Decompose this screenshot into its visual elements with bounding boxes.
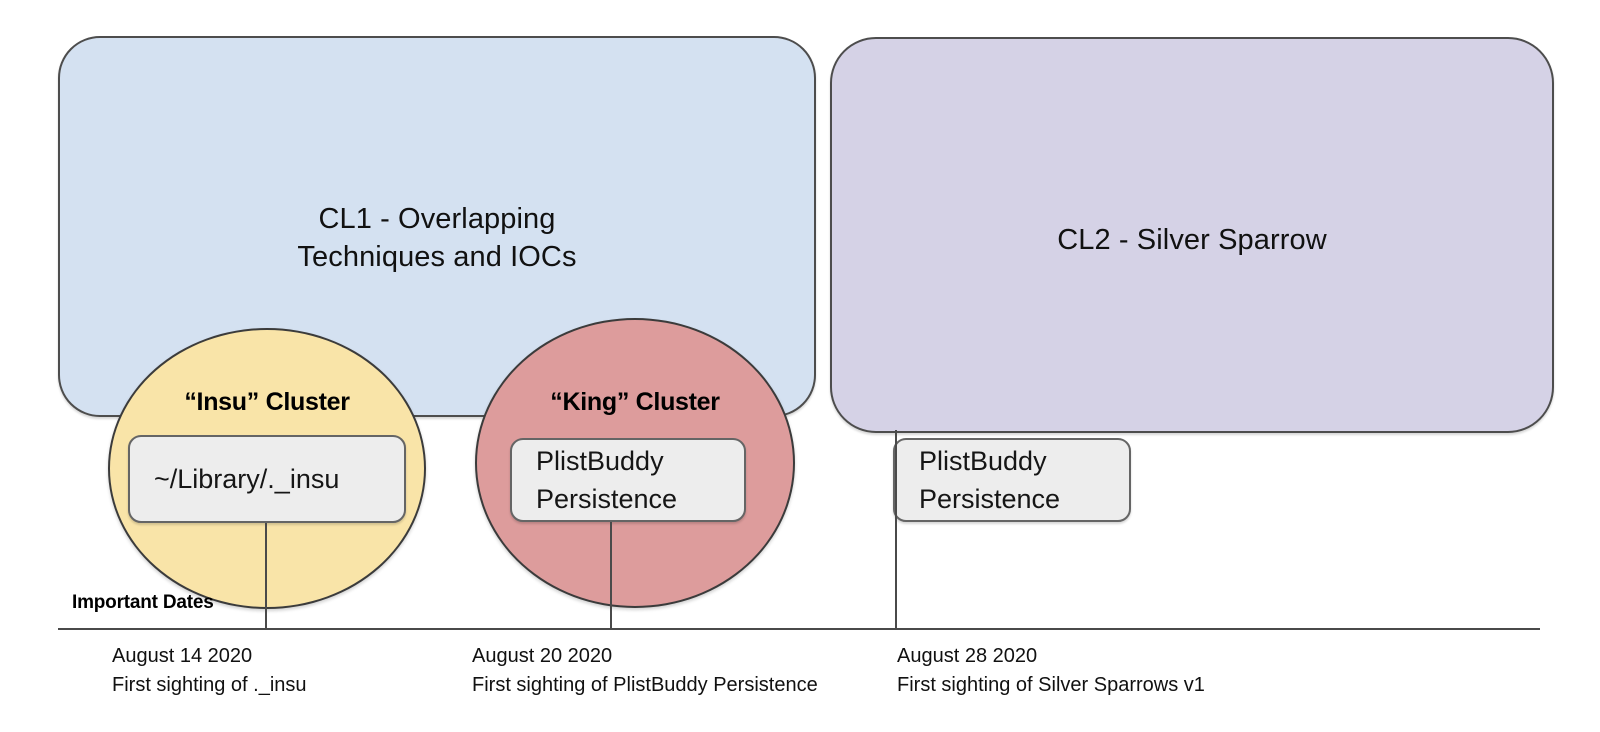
cluster-group-cl1-label: CL1 - Overlapping Techniques and IOCs	[297, 203, 577, 274]
timeline-event-3-date: August 28 2020	[897, 645, 1038, 667]
timeline-event-2: August 20 2020 First sighting of PlistBu…	[472, 642, 818, 700]
timeline-event-3-description: First sighting of Silver Sparrows v1	[897, 674, 1205, 696]
timeline-connector-2	[610, 522, 612, 628]
timeline-event-2-description: First sighting of PlistBuddy Persistence	[472, 674, 818, 696]
timeline-connector-3	[895, 430, 897, 628]
ioc-chip-cl2-plistbuddy: PlistBuddy Persistence	[893, 438, 1131, 522]
sub-cluster-insu-title: “Insu” Cluster	[184, 388, 350, 416]
timeline-event-1-date: August 14 2020	[112, 645, 253, 667]
timeline-event-1: August 14 2020 First sighting of ._insu	[112, 642, 307, 700]
timeline-event-1-description: First sighting of ._insu	[112, 674, 307, 696]
ioc-chip-cl2-plistbuddy-text: PlistBuddy Persistence	[919, 445, 1061, 514]
ioc-chip-king-plistbuddy: PlistBuddy Persistence	[510, 438, 746, 522]
timeline-heading: Important Dates	[72, 592, 214, 613]
timeline-connector-1	[265, 523, 267, 628]
timeline-event-3: August 28 2020 First sighting of Silver …	[897, 642, 1205, 700]
timeline-event-2-date: August 20 2020	[472, 645, 613, 667]
cluster-group-cl2: CL2 - Silver Sparrow	[830, 37, 1554, 433]
cluster-group-cl2-label: CL2 - Silver Sparrow	[1057, 224, 1327, 256]
timeline-axis	[58, 628, 1540, 630]
ioc-chip-king-plistbuddy-text: PlistBuddy Persistence	[536, 445, 678, 514]
ioc-chip-insu-path-text: ~/Library/._insu	[154, 463, 340, 494]
ioc-chip-insu-path: ~/Library/._insu	[128, 435, 406, 523]
sub-cluster-king-title: “King” Cluster	[550, 388, 720, 416]
